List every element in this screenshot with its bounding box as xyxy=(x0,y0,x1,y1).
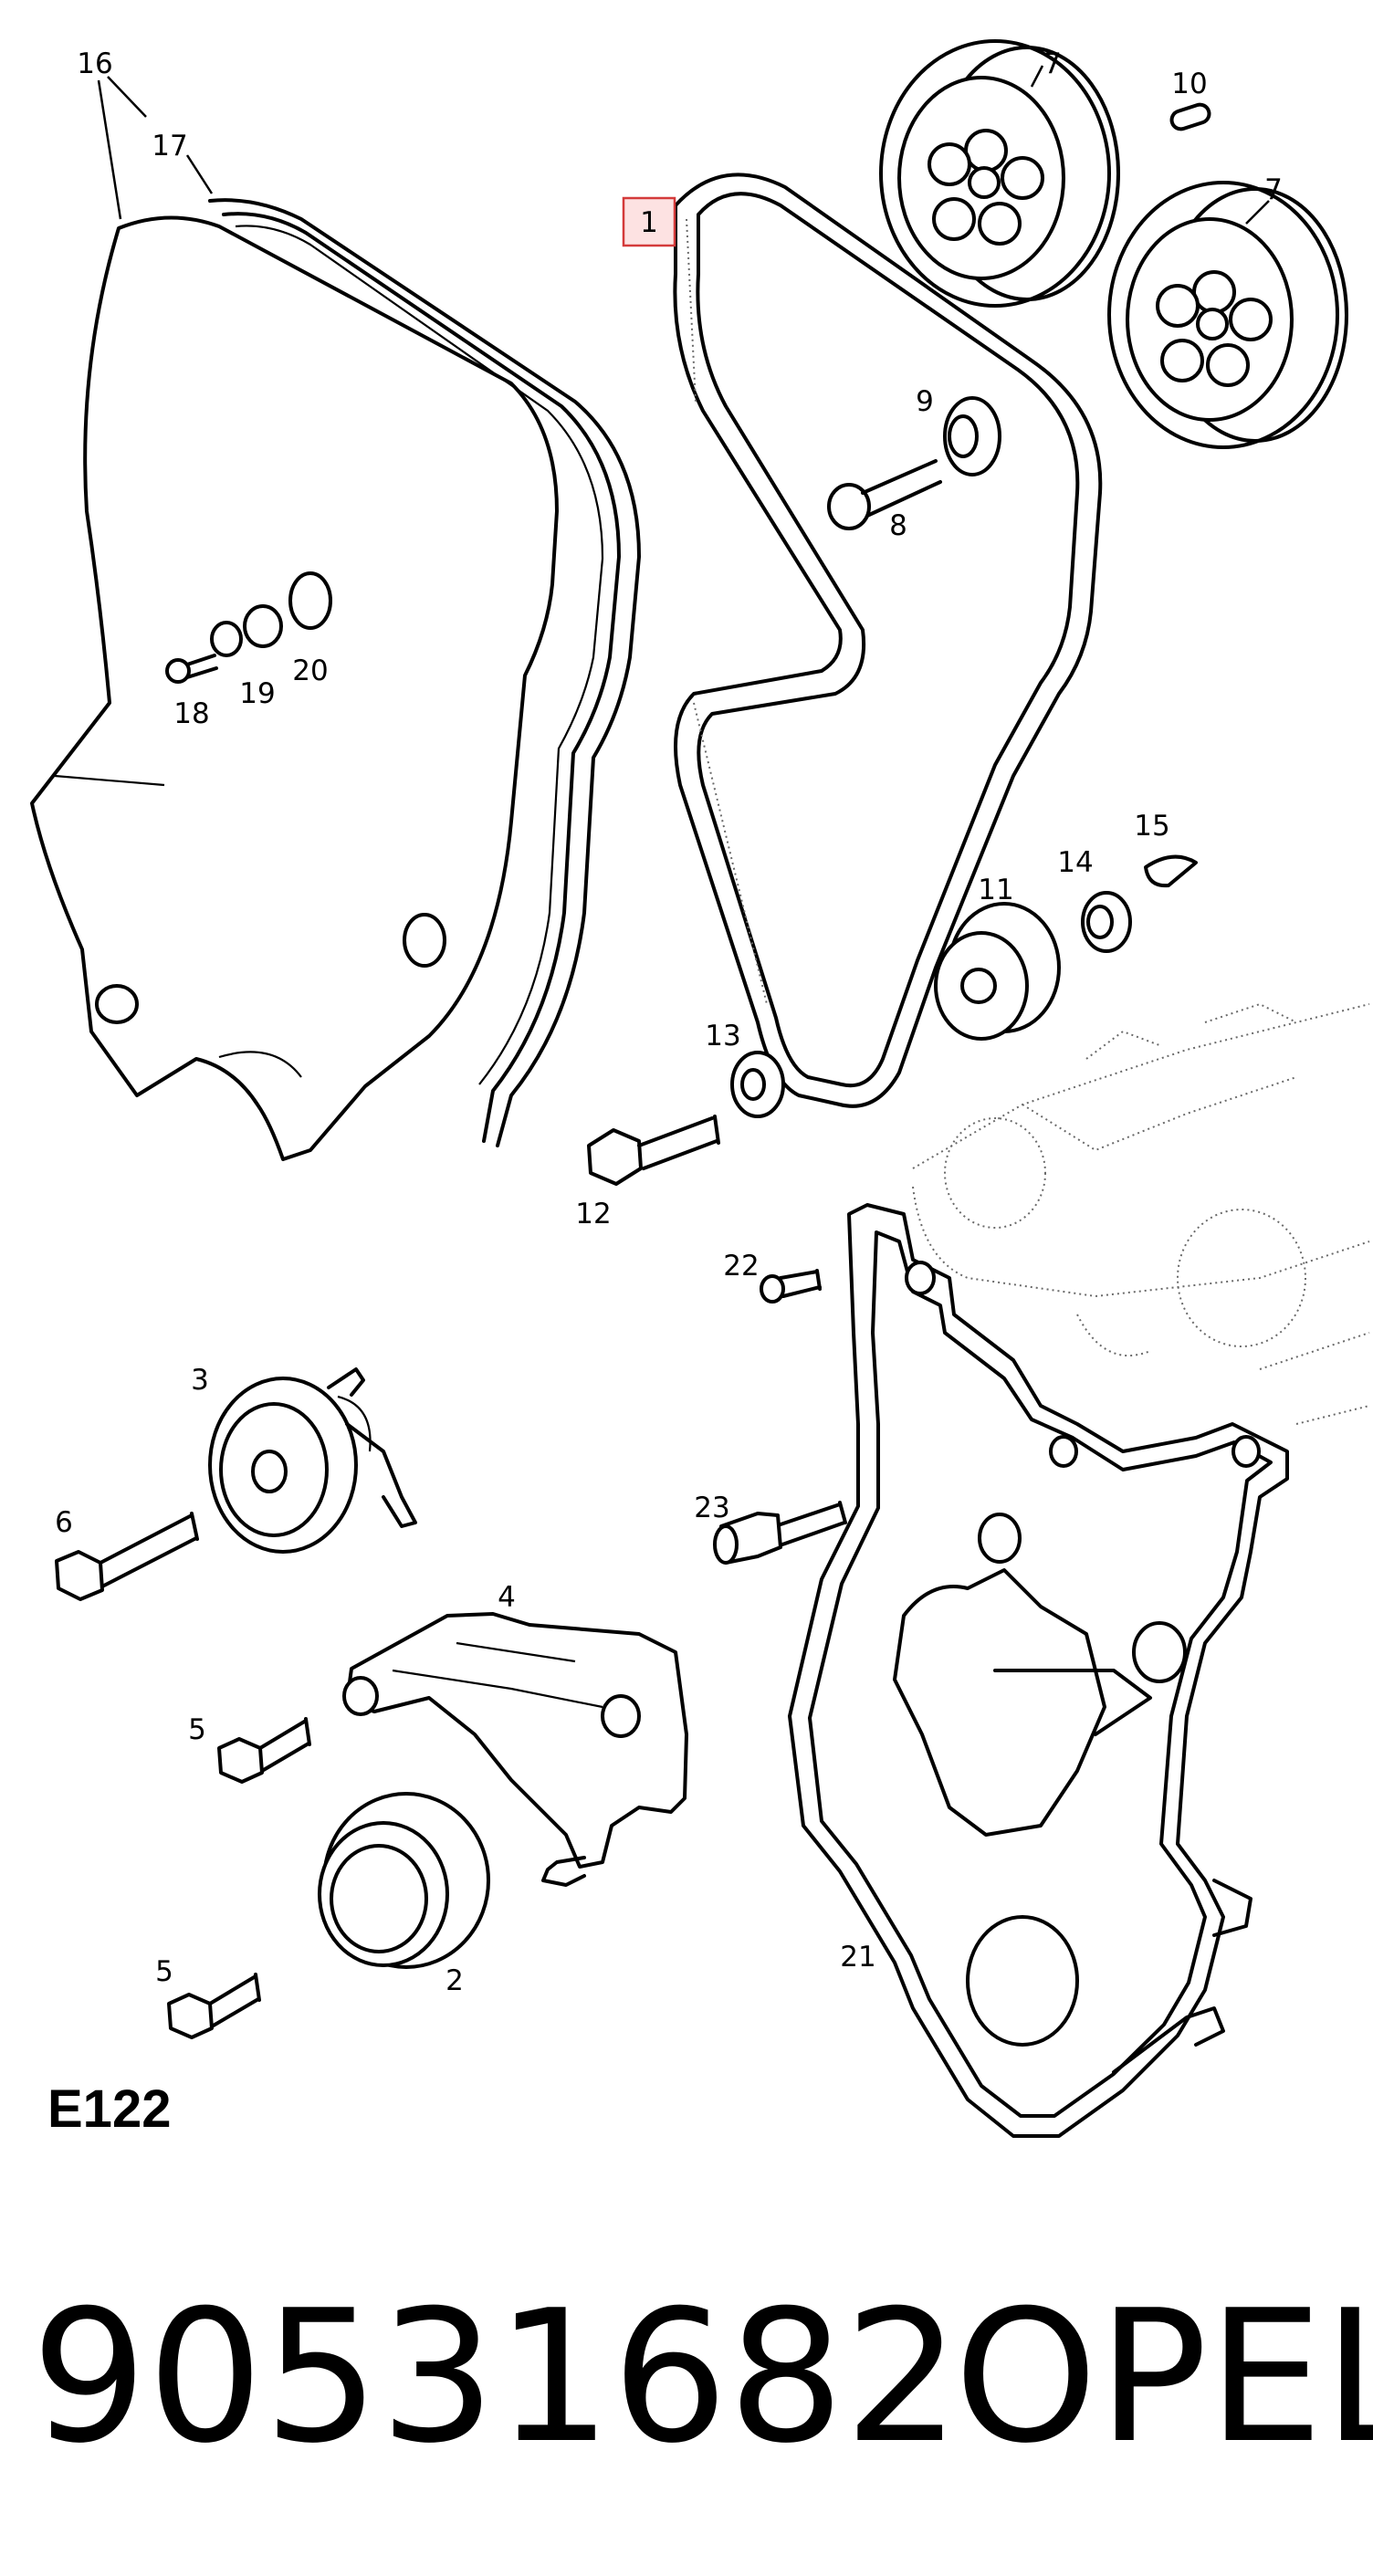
woodruff-key-15 xyxy=(1144,854,1198,888)
engine-block-outline xyxy=(912,1002,1370,1425)
callout-8: 8 xyxy=(889,509,907,542)
callout-4: 4 xyxy=(498,1581,516,1614)
callout-13: 13 xyxy=(705,1020,740,1052)
camshaft-pulley-lower xyxy=(1107,181,1348,449)
callout-18: 18 xyxy=(173,697,209,730)
callout-3: 3 xyxy=(191,1364,209,1397)
part-number: 90531682 xyxy=(31,2271,960,2484)
timing-cover-seal xyxy=(208,198,641,1147)
callout-14: 14 xyxy=(1057,846,1093,879)
callout-20: 20 xyxy=(292,654,328,687)
brand-name: OPEL xyxy=(954,2271,1373,2484)
highlighted-callout-box xyxy=(622,196,676,247)
ring-20 xyxy=(288,571,332,630)
bolt-8 xyxy=(827,459,942,530)
spacer-9 xyxy=(943,396,1001,476)
callout-15: 15 xyxy=(1134,810,1169,843)
callout-22: 22 xyxy=(723,1250,759,1283)
crankshaft-sprocket-11 xyxy=(934,902,1061,1041)
leader-lines xyxy=(97,65,1270,225)
dowel-pin-10 xyxy=(1169,102,1211,131)
washer-14 xyxy=(1081,891,1132,953)
callout-17: 17 xyxy=(152,130,187,162)
callout-5-lower: 5 xyxy=(155,1955,173,1988)
stud-bolt-23 xyxy=(713,1501,847,1565)
bolt-18 xyxy=(165,654,218,684)
callout-10: 10 xyxy=(1171,68,1207,100)
spacer-19 xyxy=(243,604,283,648)
washer-19 xyxy=(210,621,243,657)
callout-21: 21 xyxy=(840,1941,875,1974)
bolt-5-upper xyxy=(217,1717,311,1784)
outer-timing-cover xyxy=(30,215,559,1161)
exploded-parts-diagram: 1 2 3 4 5 5 6 7 7 8 9 10 11 12 13 14 15 … xyxy=(30,39,1370,2139)
tensioner-bracket xyxy=(342,1612,688,1887)
callout-5-upper: 5 xyxy=(188,1713,206,1746)
callout-12: 12 xyxy=(575,1198,611,1230)
callout-1: 1 xyxy=(640,206,658,239)
callout-9: 9 xyxy=(916,385,934,418)
callout-2: 2 xyxy=(445,1964,464,1997)
callout-7-upper: 7 xyxy=(1043,47,1062,80)
belt-tensioner xyxy=(208,1367,417,1554)
rear-timing-cover xyxy=(788,1203,1289,2138)
bolt-12 xyxy=(587,1115,720,1186)
callout-labels: 1 2 3 4 5 5 6 7 7 8 9 10 11 12 13 14 15 … xyxy=(55,47,1283,1997)
bolt-22 xyxy=(760,1269,822,1304)
diagram-code: E122 xyxy=(47,2079,171,2139)
bolt-6 xyxy=(55,1512,199,1601)
timing-belt xyxy=(673,173,1103,1108)
camshaft-pulley-upper xyxy=(879,39,1120,308)
callout-19: 19 xyxy=(239,677,275,710)
callout-6: 6 xyxy=(55,1506,73,1539)
callout-23: 23 xyxy=(694,1492,729,1524)
callout-11: 11 xyxy=(978,874,1013,906)
idler-pulley xyxy=(318,1792,490,1969)
callout-7-lower: 7 xyxy=(1264,173,1283,206)
callout-16: 16 xyxy=(77,47,112,80)
bolt-5-lower xyxy=(167,1973,261,2039)
spacer-13 xyxy=(730,1051,785,1118)
